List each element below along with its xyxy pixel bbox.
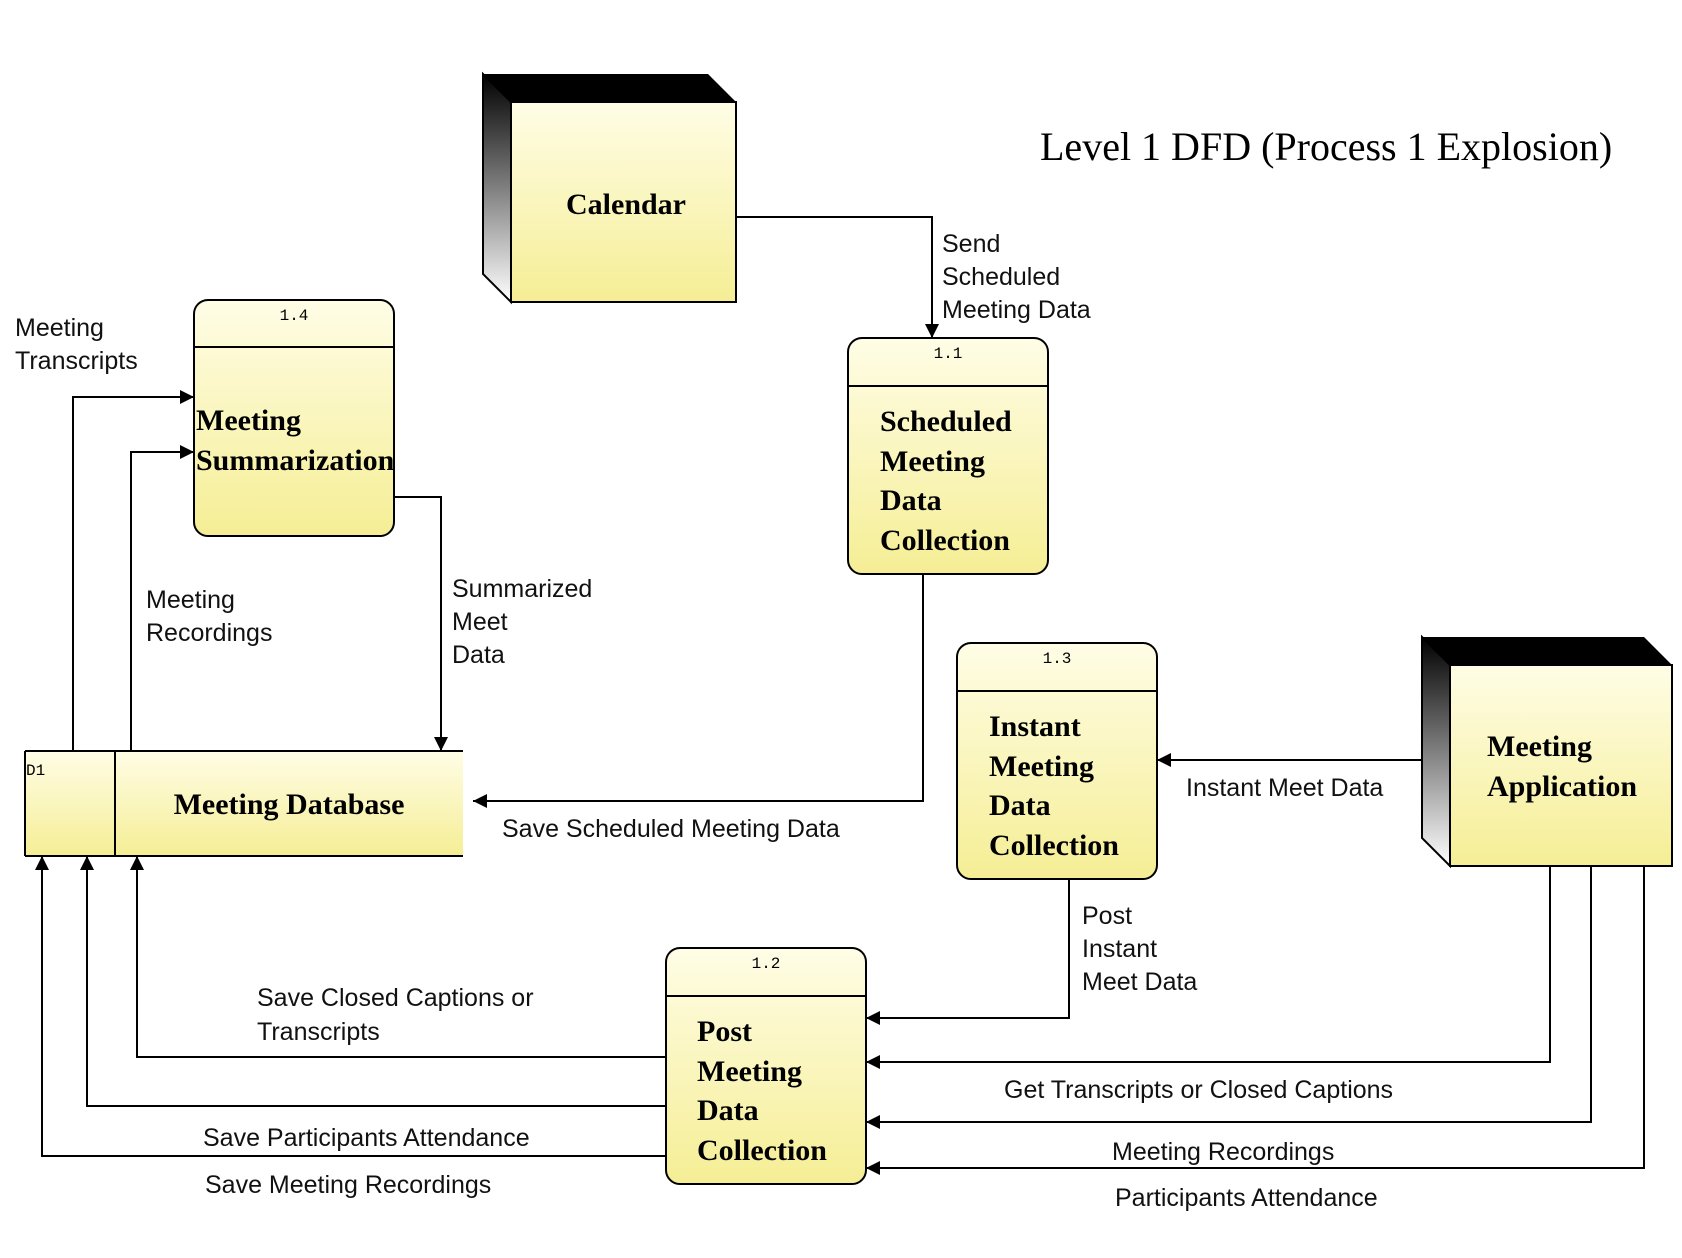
label-send-scheduled-line-2: Scheduled: [942, 263, 1060, 291]
label-send-scheduled-line-1: Send: [942, 230, 1000, 258]
label-meeting-recordings-store-line-1: Meeting: [146, 586, 235, 614]
process-1-3-line-1: Instant: [989, 710, 1081, 743]
label-meeting-transcripts-line-1: Meeting: [15, 314, 104, 342]
process-1-1-line-4: Collection: [880, 524, 1010, 557]
flow-send-scheduled: [736, 216, 939, 338]
data-store-d1: D1 Meeting Database: [24, 750, 463, 857]
label-save-recordings: Save Meeting Recordings: [205, 1171, 491, 1199]
process-1-2-line-3: Data: [697, 1094, 759, 1127]
process-1-1: 1.1 Scheduled Meeting Data Collection: [847, 337, 1049, 575]
label-meeting-transcripts-line-2: Transcripts: [15, 347, 138, 375]
flow-summarized: [394, 496, 448, 751]
label-save-scheduled: Save Scheduled Meeting Data: [502, 815, 840, 843]
flow-meeting-recordings-app: [866, 866, 1592, 1129]
flow-participants-attendance: [866, 866, 1645, 1175]
flow-lines: [35, 216, 1645, 1175]
label-summarized-line-1: Summarized: [452, 575, 592, 603]
process-1-2-id: 1.2: [752, 955, 781, 973]
process-1-1-label: Scheduled Meeting Data Collection: [880, 405, 1019, 557]
process-1-3: 1.3 Instant Meeting Data Collection: [956, 642, 1158, 880]
label-post-instant-line-2: Instant: [1082, 935, 1157, 963]
meeting-application-line-2: Application: [1487, 770, 1637, 803]
process-1-3-label: Instant Meeting Data Collection: [989, 710, 1119, 862]
label-save-captions-line-1: Save Closed Captions or: [257, 984, 534, 1012]
process-1-1-line-2: Meeting: [880, 445, 985, 478]
label-get-transcripts: Get Transcripts or Closed Captions: [1004, 1076, 1393, 1104]
label-post-instant: Post Instant Meet Data: [1082, 902, 1197, 996]
flow-save-captions: [130, 856, 666, 1058]
label-summarized-line-3: Data: [452, 641, 505, 669]
calendar-label: Calendar: [566, 188, 686, 221]
process-1-4-label: Meeting Summarization: [196, 404, 395, 477]
flow-save-recordings: [35, 856, 666, 1157]
process-1-4: 1.4 Meeting Summarization: [193, 299, 395, 537]
process-1-1-line-3: Data: [880, 484, 942, 517]
label-save-captions: Save Closed Captions or Transcripts: [257, 984, 541, 1046]
label-send-scheduled: Send Scheduled Meeting Data: [942, 230, 1091, 324]
label-meeting-recordings-app: Meeting Recordings: [1112, 1138, 1334, 1166]
process-1-2-line-4: Collection: [697, 1134, 827, 1167]
process-1-3-line-2: Meeting: [989, 750, 1094, 783]
flow-meeting-recordings-store: [130, 445, 194, 751]
flow-post-instant: [866, 879, 1070, 1025]
flow-get-transcripts: [866, 866, 1551, 1069]
diagram-title: Level 1 DFD (Process 1 Explosion): [1040, 124, 1612, 169]
process-1-4-line-2: Summarization: [196, 444, 395, 477]
process-1-4-line-1: Meeting: [196, 404, 301, 437]
process-1-1-line-1: Scheduled: [880, 405, 1012, 438]
label-save-captions-line-2: Transcripts: [257, 1018, 380, 1046]
label-post-instant-line-3: Meet Data: [1082, 968, 1197, 996]
meeting-application-line-1: Meeting: [1487, 730, 1592, 763]
meeting-application-label: Meeting Application: [1487, 730, 1637, 803]
process-1-4-id: 1.4: [280, 307, 309, 325]
label-instant-meet: Instant Meet Data: [1186, 774, 1383, 802]
process-1-3-line-3: Data: [989, 789, 1051, 822]
label-meeting-recordings-store: Meeting Recordings: [146, 586, 272, 647]
flow-meeting-transcripts: [72, 390, 194, 751]
label-participants-attendance: Participants Attendance: [1115, 1184, 1378, 1212]
external-entity-meeting-application: Meeting Application: [1421, 634, 1673, 869]
data-store-label: Meeting Database: [174, 788, 405, 821]
process-1-3-id: 1.3: [1043, 650, 1072, 668]
process-1-1-id: 1.1: [934, 345, 963, 363]
label-summarized-line-2: Meet: [452, 608, 508, 636]
external-entity-calendar: Calendar: [482, 71, 737, 305]
label-send-scheduled-line-3: Meeting Data: [942, 296, 1091, 324]
flow-save-attendance: [80, 856, 666, 1107]
process-1-2-line-1: Post: [697, 1015, 752, 1048]
process-1-2-label: Post Meeting Data Collection: [697, 1015, 827, 1167]
process-1-3-line-4: Collection: [989, 829, 1119, 862]
label-summarized: Summarized Meet Data: [452, 575, 599, 669]
process-1-2: 1.2 Post Meeting Data Collection: [665, 947, 867, 1185]
flow-save-scheduled: [473, 574, 924, 808]
process-1-2-line-2: Meeting: [697, 1055, 802, 1088]
label-post-instant-line-1: Post: [1082, 902, 1132, 930]
label-meeting-recordings-store-line-2: Recordings: [146, 619, 272, 647]
label-save-attendance: Save Participants Attendance: [203, 1124, 530, 1152]
label-meeting-transcripts: Meeting Transcripts: [15, 314, 138, 375]
data-store-id: D1: [26, 762, 45, 780]
